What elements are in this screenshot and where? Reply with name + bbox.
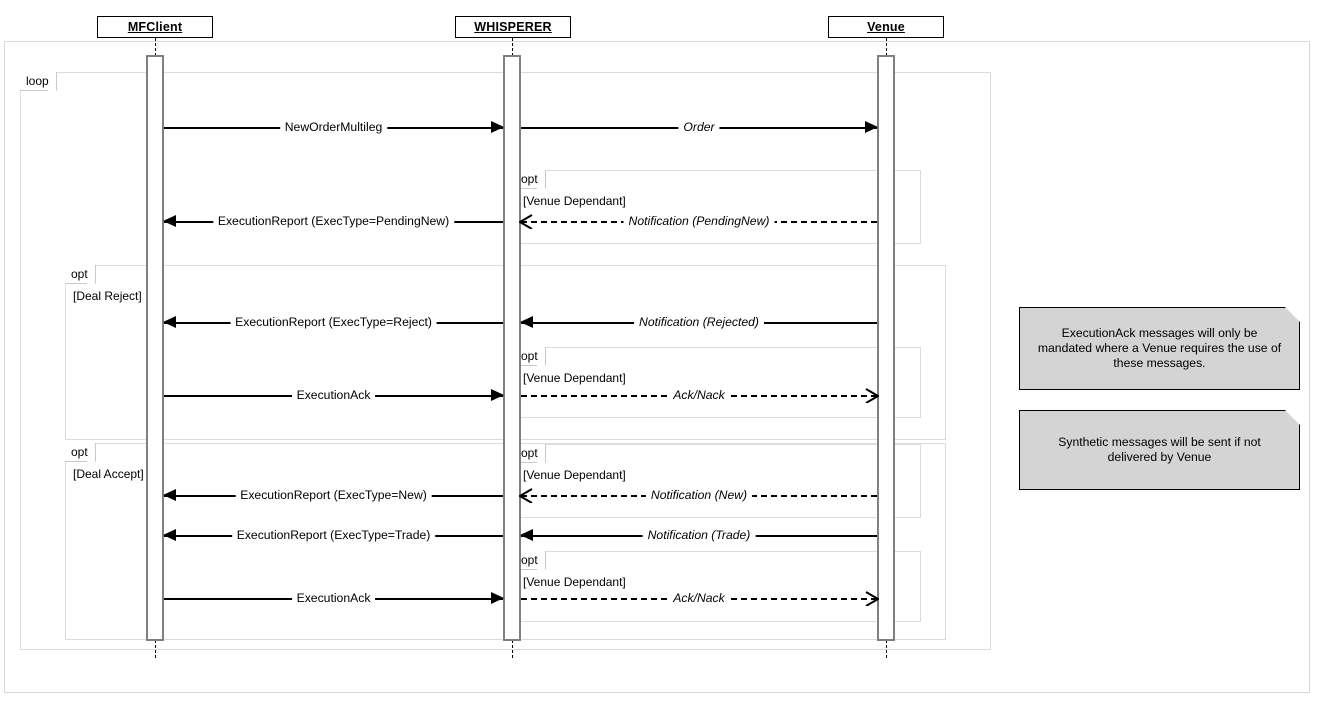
fragment-loop-main-operator: loop [26,74,49,88]
arrowhead-filled-left-icon [520,529,533,541]
message-execution-report-new[interactable]: ExecutionReport (ExecType=New) [163,487,503,504]
participant-whisperer[interactable]: WHISPERER [455,16,571,38]
message-label: ExecutionReport (ExecType=Reject) [230,314,437,330]
participant-mfclient-label: MFClient [127,19,183,34]
message-label: Ack/Nack [668,590,730,606]
activation-whisperer [503,55,521,641]
message-label: ExecutionReport (ExecType=PendingNew) [212,213,455,229]
message-order[interactable]: Order [521,119,878,136]
message-label: Notification (Trade) [642,527,756,543]
note-synthetic: Synthetic messages will be sent if not d… [1019,410,1300,490]
fragment-opt-deal-reject-tag: opt [65,265,96,291]
arrowhead-filled-left-icon [520,316,533,328]
fragment-opt-acknack-1: opt [Venue Dependant] [515,347,921,418]
arrowhead-filled-left-icon [163,529,176,541]
message-ack-nack-1[interactable]: Ack/Nack [521,387,880,404]
participant-venue-label: Venue [867,19,905,34]
message-label: ExecutionAck [291,387,376,403]
arrowhead-open-right-icon [865,388,880,404]
note-synthetic-text: Synthetic messages will be sent if not d… [1058,435,1261,464]
fragment-opt-deal-accept-operator: opt [71,445,88,459]
message-execution-report-reject[interactable]: ExecutionReport (ExecType=Reject) [163,314,503,331]
arrowhead-filled-right-icon [491,121,504,133]
fragment-opt-acknack-2-tag: opt [515,551,546,577]
arrowhead-filled-left-icon [163,489,176,501]
fragment-opt-acknack-2-guard: [Venue Dependant] [523,575,626,589]
arrowhead-filled-right-icon [865,121,878,133]
message-label: Notification (Rejected) [634,314,764,330]
message-label: NewOrderMultileg [279,119,388,135]
message-execution-ack-1[interactable]: ExecutionAck [164,387,504,404]
fragment-opt-deal-accept-guard: [Deal Accept] [73,467,144,481]
message-notification-new[interactable]: Notification (New) [518,487,877,504]
message-notification-trade[interactable]: Notification (Trade) [520,527,877,544]
arrowhead-open-left-icon [518,488,533,504]
message-execution-ack-2[interactable]: ExecutionAck [164,590,504,607]
fragment-opt-deal-accept-tag: opt [65,443,96,469]
message-label: Notification (PendingNew) [623,213,775,229]
message-label: ExecutionReport (ExecType=New) [235,487,432,503]
fragment-opt-deal-reject-guard: [Deal Reject] [73,289,142,303]
participant-whisperer-label: WHISPERER [474,19,552,34]
message-label: ExecutionAck [291,590,376,606]
arrowhead-open-right-icon [865,591,880,607]
fragment-opt-new-operator: opt [521,446,538,460]
fragment-opt-pendingnew-guard: [Venue Dependant] [523,194,626,208]
activation-mfclient [146,55,164,641]
arrowhead-filled-right-icon [491,592,504,604]
fragment-loop-main-tag: loop [20,72,57,98]
fragment-opt-acknack-1-tag: opt [515,347,546,373]
message-notification-rejected[interactable]: Notification (Rejected) [520,314,877,331]
fragment-opt-acknack-2-operator: opt [521,553,538,567]
activation-venue [877,55,895,641]
diagram-outer-frame [4,41,1310,693]
message-notification-pendingnew[interactable]: Notification (PendingNew) [518,213,877,230]
fragment-opt-new-tag: opt [515,444,546,470]
arrowhead-filled-right-icon [491,389,504,401]
message-label: ExecutionReport (ExecType=Trade) [231,527,436,543]
fragment-opt-new: opt [Venue Dependant] [515,444,921,518]
fragment-opt-pendingnew-operator: opt [521,172,538,186]
arrowhead-filled-left-icon [163,215,176,227]
message-execution-report-trade[interactable]: ExecutionReport (ExecType=Trade) [163,527,503,544]
note-fold-icon [1285,307,1300,322]
note-executionack: ExecutionAck messages will only be manda… [1019,307,1300,390]
message-execution-report-pendingnew[interactable]: ExecutionReport (ExecType=PendingNew) [163,213,503,230]
note-fold-icon [1285,410,1300,425]
fragment-opt-pendingnew: opt [Venue Dependant] [515,170,921,244]
participant-venue[interactable]: Venue [828,16,944,38]
fragment-opt-new-guard: [Venue Dependant] [523,468,626,482]
arrowhead-filled-left-icon [163,316,176,328]
message-label: Notification (New) [645,487,753,503]
message-new-order-multileg[interactable]: NewOrderMultileg [164,119,504,136]
fragment-opt-acknack-2: opt [Venue Dependant] [515,551,921,622]
note-executionack-text: ExecutionAck messages will only be manda… [1037,326,1282,370]
fragment-opt-pendingnew-tag: opt [515,170,546,196]
fragment-opt-deal-reject-operator: opt [71,267,88,281]
fragment-opt-acknack-1-guard: [Venue Dependant] [523,371,626,385]
message-label: Ack/Nack [668,387,730,403]
message-ack-nack-2[interactable]: Ack/Nack [521,590,880,607]
participant-mfclient[interactable]: MFClient [97,16,213,38]
arrowhead-open-left-icon [518,214,533,230]
fragment-opt-acknack-1-operator: opt [521,349,538,363]
message-label: Order [678,119,720,135]
